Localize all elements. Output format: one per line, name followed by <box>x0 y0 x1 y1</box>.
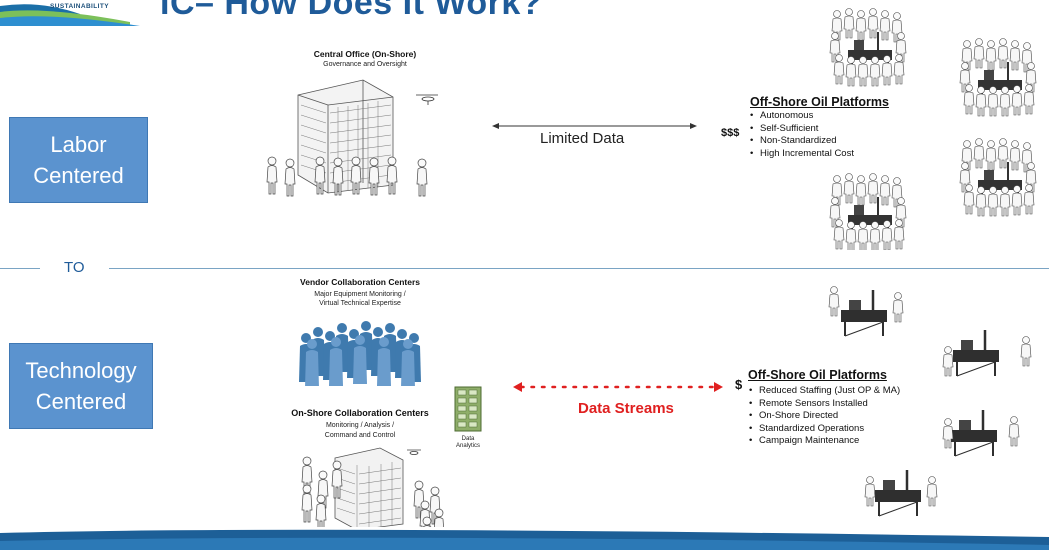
bottom-platform-bullet: Reduced Staffing (Just OP & MA) <box>749 385 900 398</box>
labor-centered-box: Labor Centered <box>9 117 148 203</box>
bottom-cost-label: $ <box>735 377 743 392</box>
technology-centered-line-1: Technology <box>25 358 137 383</box>
section-divider <box>0 268 1049 269</box>
onshore-centers-subtitle-2: Command and Control <box>324 432 396 439</box>
page-title: IC– How Does It Work? <box>160 0 543 22</box>
top-platforms-bullets: Autonomous Self-Sufficient Non-Standardi… <box>750 110 854 160</box>
top-platform-bullet: Self-Sufficient <box>750 123 854 136</box>
central-office-title: Central Office (On-Shore) <box>313 49 417 59</box>
central-office-staff-group <box>266 156 428 197</box>
onshore-centers-subtitle-1: Monitoring / Analysis / <box>325 422 395 429</box>
divider-to-label: TO <box>40 259 109 276</box>
onshore-center-building-illustration <box>334 447 421 530</box>
labor-centered-line-1: Labor <box>50 132 107 157</box>
top-platform-bullet: High Incremental Cost <box>750 148 854 161</box>
vendor-crowd-silhouettes <box>299 321 421 386</box>
bottom-sparse-platforms-illustration <box>828 286 1032 518</box>
top-platform-bullet: Non-Standardized <box>750 135 854 148</box>
labor-centered-line-2: Centered <box>33 163 124 188</box>
logo-wave-graphic <box>0 4 140 26</box>
data-streams-arrow <box>513 382 723 392</box>
limited-data-arrow <box>492 123 697 129</box>
bottom-platforms-title: Off-Shore Oil Platforms <box>748 368 887 382</box>
vendor-centers-subtitle-2: Virtual Technical Expertise <box>319 300 401 307</box>
data-analytics-label: Data Analytics <box>446 436 490 450</box>
bottom-platform-bullet: Standardized Operations <box>749 423 900 436</box>
top-cost-label: $$$ <box>721 127 740 139</box>
vendor-centers-subtitle-1: Major Equipment Monitoring / <box>314 291 406 298</box>
logo-text: SUSTAINABILITY <box>50 3 109 10</box>
bottom-platforms-bullets: Reduced Staffing (Just OP & MA) Remote S… <box>749 385 900 448</box>
central-office-subtitle: Governance and Oversight <box>323 61 407 68</box>
onshore-centers-title: On-Shore Collaboration Centers <box>291 408 429 418</box>
bottom-decorative-band <box>0 527 1049 550</box>
data-streams-label: Data Streams <box>578 400 674 417</box>
technology-centered-box: Technology Centered <box>9 343 153 429</box>
data-analytics-server-icon <box>454 386 482 432</box>
data-analytics-label-line-1: Data <box>461 436 475 442</box>
top-crowded-platforms-illustration <box>820 0 1049 250</box>
technology-centered-line-2: Centered <box>35 389 127 414</box>
bottom-platform-bullet: Campaign Maintenance <box>749 435 900 448</box>
bottom-platform-bullet: Remote Sensors Installed <box>749 398 900 411</box>
limited-data-label: Limited Data <box>540 130 625 147</box>
data-analytics-label-line-2: Analytics <box>455 443 480 449</box>
vendor-centers-title: Vendor Collaboration Centers <box>300 277 420 287</box>
top-platform-bullet: Autonomous <box>750 110 854 123</box>
bottom-platform-bullet: On-Shore Directed <box>749 410 900 423</box>
top-platforms-title: Off-Shore Oil Platforms <box>750 95 889 109</box>
